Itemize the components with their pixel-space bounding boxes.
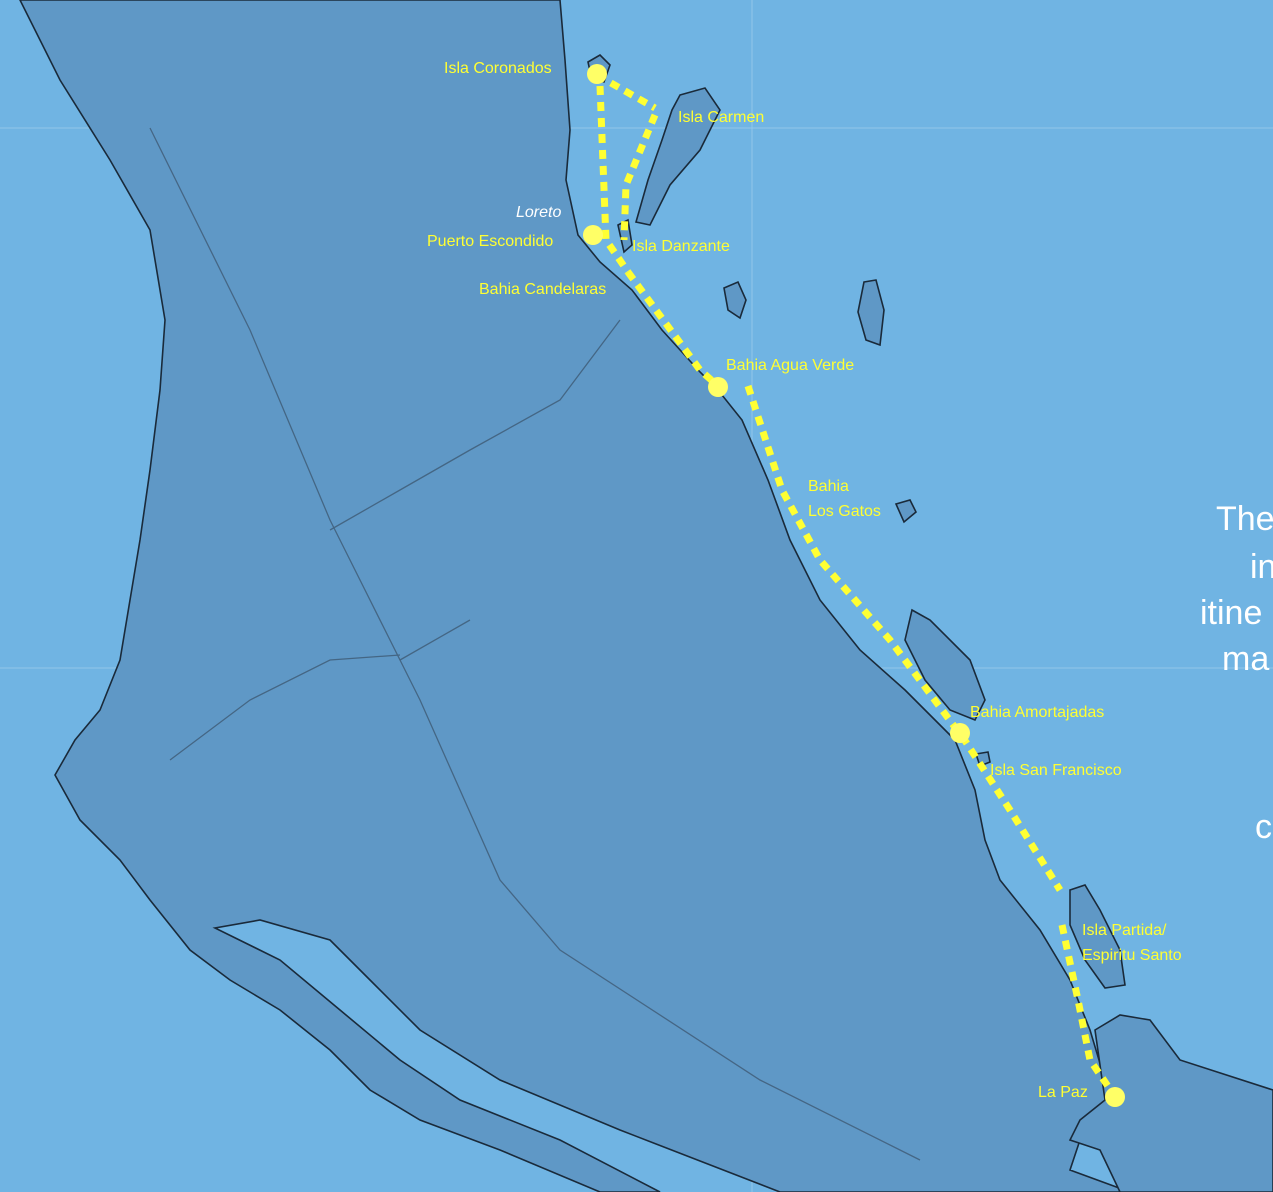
label-bahia-agua-verde: Bahia Agua Verde [726,357,854,374]
route-aguaverde-amortajadas [744,384,963,737]
label-loreto: Loreto [516,204,561,221]
islands [587,53,1126,989]
side-text-line1: The [1216,500,1273,538]
stop-puerto-escondido[interactable] [583,225,603,245]
label-bahia-amortajadas: Bahia Amortajadas [970,704,1104,721]
isla-santa-cruz-island [894,499,917,524]
label-bahia-los-gatos-line2: Los Gatos [808,503,881,520]
label-isla-coronados: Isla Coronados [444,60,552,77]
stop-la-paz[interactable] [1105,1087,1125,1107]
label-bahia-los-gatos-line1: Bahia [808,478,849,495]
la-paz-land [1068,1014,1273,1192]
stop-bahia-amortajadas[interactable] [950,723,970,743]
isla-carmen-island [634,87,721,226]
label-isla-partida-line2: Espiritu Santo [1082,947,1182,964]
isla-espiritu-santo-island [1069,884,1126,989]
isla-san-francisco-island [974,751,991,768]
side-text-line3: itine [1200,594,1262,632]
isla-santa-catalina-island [857,279,885,347]
label-isla-danzante: Isla Danzante [632,238,730,255]
stop-bahia-agua-verde[interactable] [708,377,728,397]
route-coronados-candelaras [596,85,631,274]
boundaries [149,127,921,1161]
isla-monserrat-island [723,280,747,320]
label-isla-partida-line1: Isla Partida/ [1082,922,1167,939]
label-la-paz: La Paz [1038,1084,1088,1101]
isla-san-jose-island [904,608,986,722]
peninsula-land [19,0,1131,1192]
route-coronados-carmen [595,71,657,112]
label-puerto-escondido: Puerto Escondido [427,233,553,250]
route-candelaras-aguaverde [625,269,721,389]
side-text-line5: c [1255,808,1272,846]
stop-isla-coronados[interactable] [587,64,607,84]
route-carmen-danzante [620,113,659,241]
stops [583,64,1125,1107]
label-isla-carmen: Isla Carmen [678,109,764,126]
route-amortajadas-partida [959,734,1063,892]
side-text-line2: in [1250,548,1273,586]
route-partida-lapaz [1058,924,1117,1097]
side-text-line4: ma [1222,640,1269,678]
label-isla-san-francisco: Isla San Francisco [990,762,1122,779]
route [595,71,1117,1097]
label-bahia-candelaras: Bahia Candelaras [479,281,606,298]
